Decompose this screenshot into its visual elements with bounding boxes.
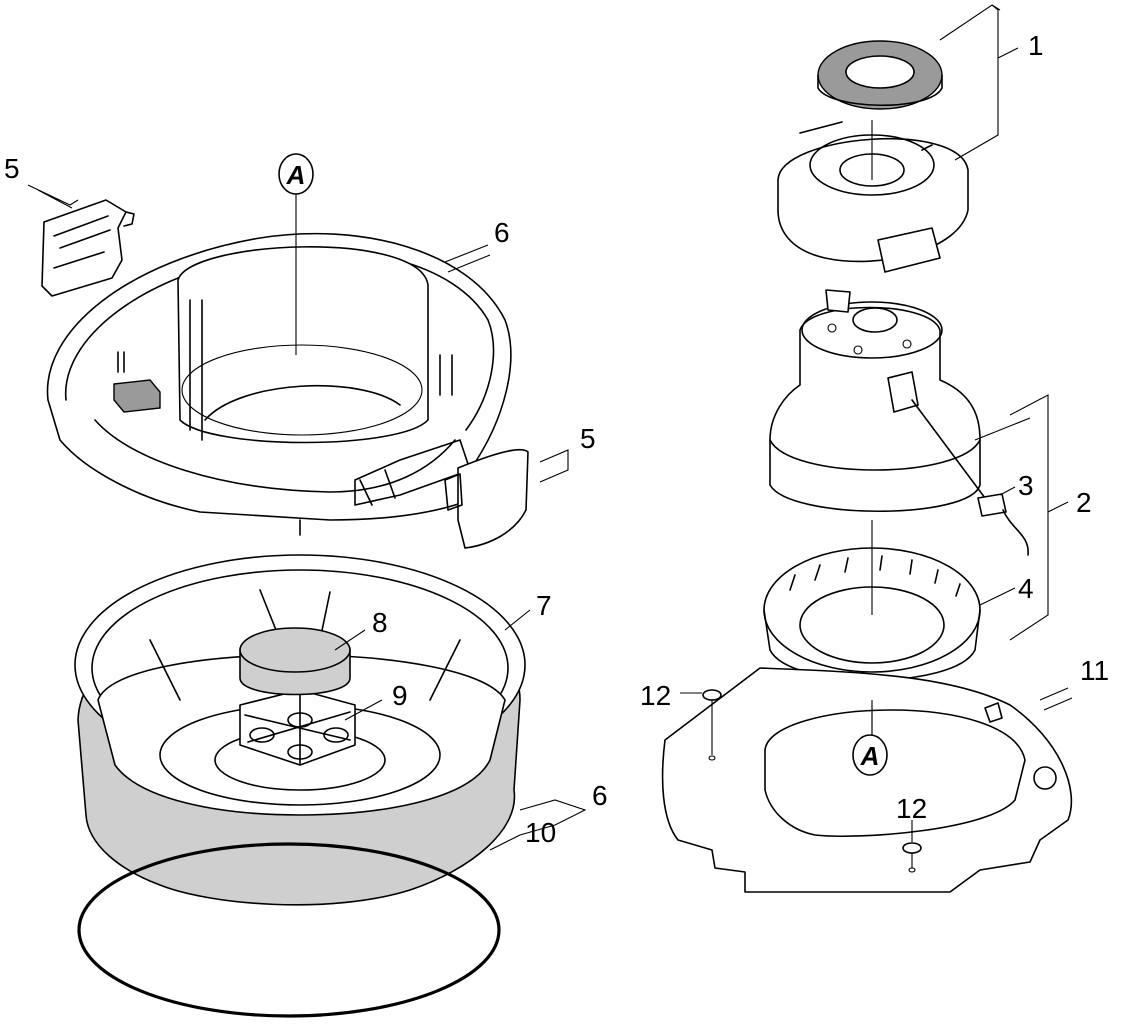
callout-2: 2 [1076, 487, 1092, 518]
callout-10: 10 [525, 817, 556, 848]
callout-4: 4 [1018, 573, 1034, 604]
reference-a-top-label: A [286, 160, 306, 190]
reference-a-bottom: A [852, 700, 888, 776]
screw-top-part [702, 689, 722, 761]
callout-9: 9 [392, 680, 408, 711]
reference-a-bottom-label: A [860, 741, 880, 771]
callout-8: 8 [372, 607, 388, 638]
callout-5-right: 5 [580, 423, 596, 454]
callout-6-bottom: 6 [592, 780, 608, 811]
base-plate-part [661, 667, 1073, 893]
cover-part [777, 40, 969, 273]
motor-seat-ring-part [763, 520, 981, 681]
callout-5-left: 5 [4, 153, 20, 184]
callout-12-top: 12 [640, 680, 671, 711]
callout-1: 1 [1028, 30, 1044, 61]
reference-a-top: A [278, 153, 314, 355]
upper-housing-part [46, 232, 512, 536]
leader-lines [27, 4, 1073, 851]
screw-bottom-part [902, 842, 922, 873]
callout-12-bottom: 12 [896, 793, 927, 824]
latch-left-part [41, 199, 135, 297]
callout-3: 3 [1018, 470, 1034, 501]
callout-6-top: 6 [494, 217, 510, 248]
callout-7: 7 [536, 590, 552, 621]
motor-part [769, 289, 1029, 556]
latch-right-part [444, 448, 529, 549]
container-part [74, 554, 526, 1018]
callout-11: 11 [1080, 655, 1109, 686]
